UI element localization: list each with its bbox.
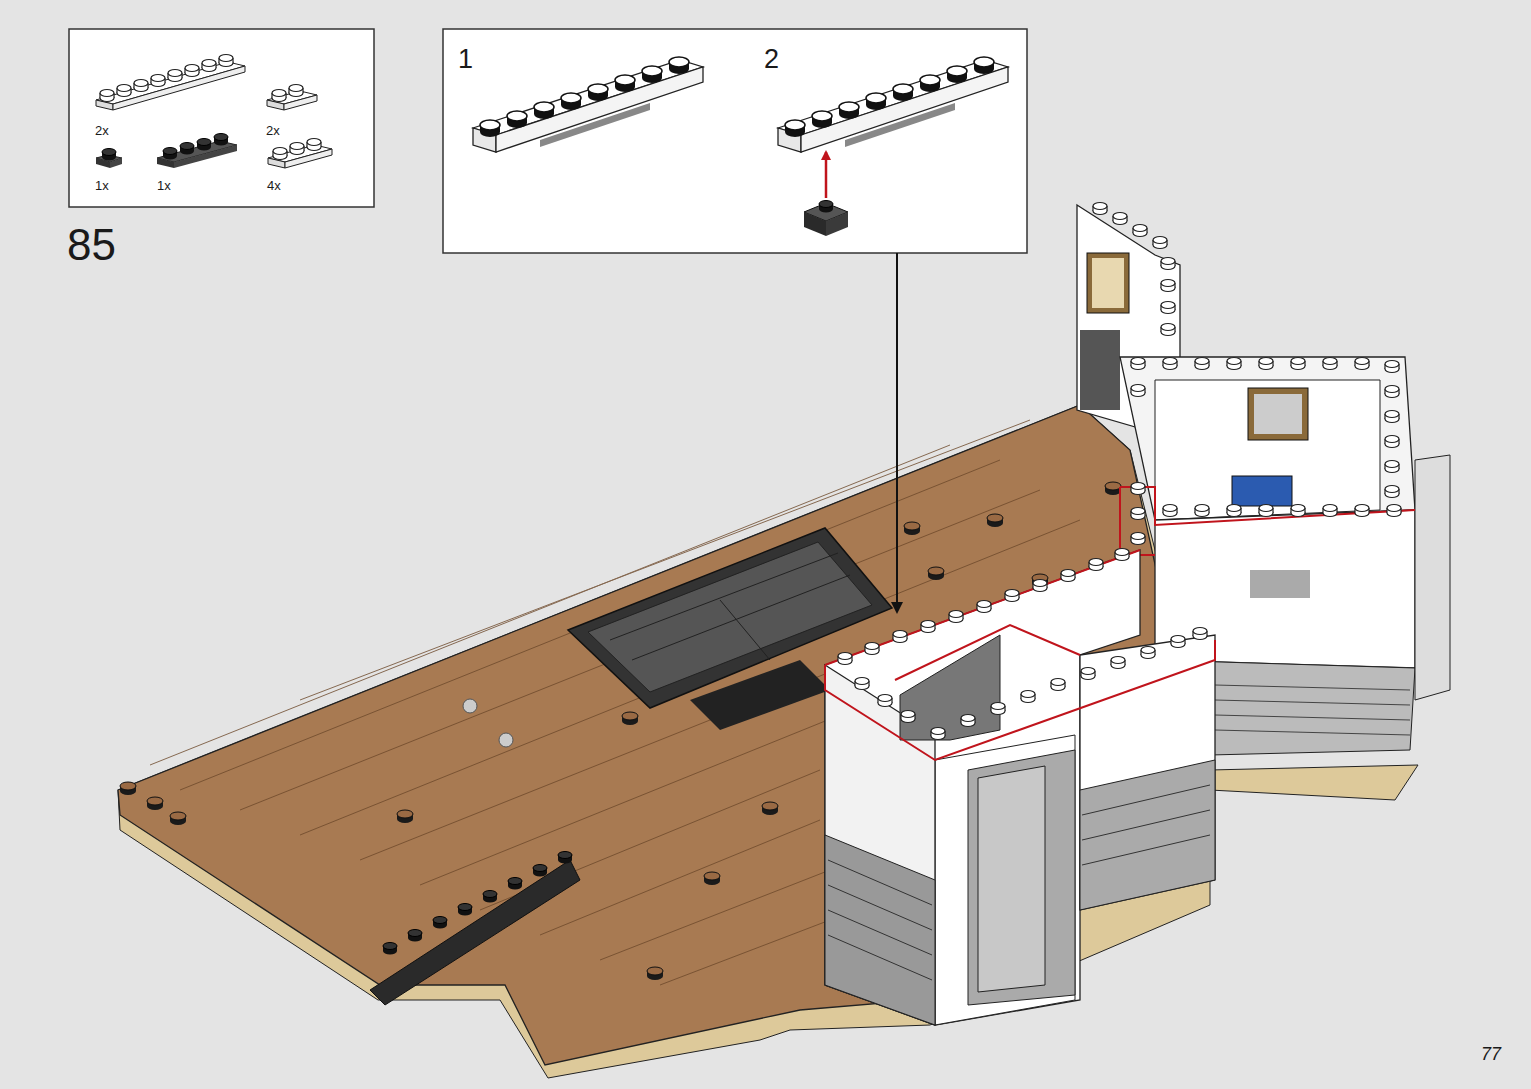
part-count: 1x	[157, 179, 171, 192]
step-number: 85	[67, 223, 116, 267]
part-count: 4x	[267, 179, 281, 192]
part-count: 2x	[95, 124, 109, 137]
part-count: 2x	[266, 124, 280, 137]
substep-number: 1	[458, 46, 473, 73]
page-number: 77	[1481, 1045, 1501, 1063]
substep-number: 2	[764, 46, 779, 73]
part-count: 1x	[95, 179, 109, 192]
